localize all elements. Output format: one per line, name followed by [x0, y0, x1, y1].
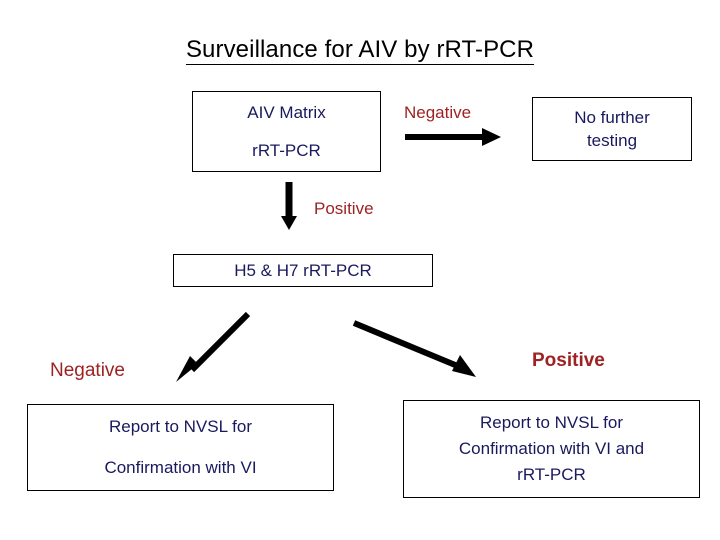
node-report-nvsl-vi-rrtpcr-line-1: Report to NVSL for [480, 413, 623, 432]
node-no-further-testing: No further testing [532, 97, 692, 161]
edge-label-h5h7-positive: Positive [532, 350, 605, 371]
node-h5-h7-line-1: H5 & H7 rRT-PCR [234, 260, 372, 280]
node-aiv-matrix-line-2: rRT-PCR [252, 140, 321, 160]
node-report-nvsl-vi-rrtpcr-line-3: rRT-PCR [517, 465, 586, 484]
page-title: Surveillance for AIV by rRT-PCR [0, 36, 720, 65]
edge-label-matrix-negative: Negative [404, 103, 472, 122]
arrow-diagonal-down-left-icon [176, 311, 251, 382]
node-aiv-matrix-line-1: AIV Matrix [247, 102, 326, 122]
edge-label-h5h7-negative: Negative [50, 360, 125, 381]
arrow-down-icon [281, 182, 297, 230]
node-aiv-matrix-rrt-pcr: AIV Matrix rRT-PCR [192, 91, 381, 172]
edge-label-matrix-positive: Positive [314, 199, 374, 218]
node-no-further-testing-line-2: testing [586, 130, 638, 150]
node-report-nvsl-vi-rrtpcr-line-2: Confirmation with VI and [458, 439, 645, 458]
node-report-nvsl-vi-rrtpcr: Report to NVSL for Confirmation with VI … [403, 400, 700, 498]
node-report-nvsl-vi: Report to NVSL for Confirmation with VI [27, 404, 334, 491]
node-report-nvsl-vi-line-2: Confirmation with VI [104, 458, 257, 477]
node-report-nvsl-vi-line-1: Report to NVSL for [109, 417, 252, 436]
page-title-text: Surveillance for AIV by rRT-PCR [185, 36, 535, 65]
arrow-diagonal-down-right-icon [352, 320, 476, 377]
node-no-further-testing-line-1: No further [574, 107, 650, 127]
arrow-right-icon [405, 128, 501, 146]
node-h5-h7-rrt-pcr: H5 & H7 rRT-PCR [173, 254, 433, 287]
